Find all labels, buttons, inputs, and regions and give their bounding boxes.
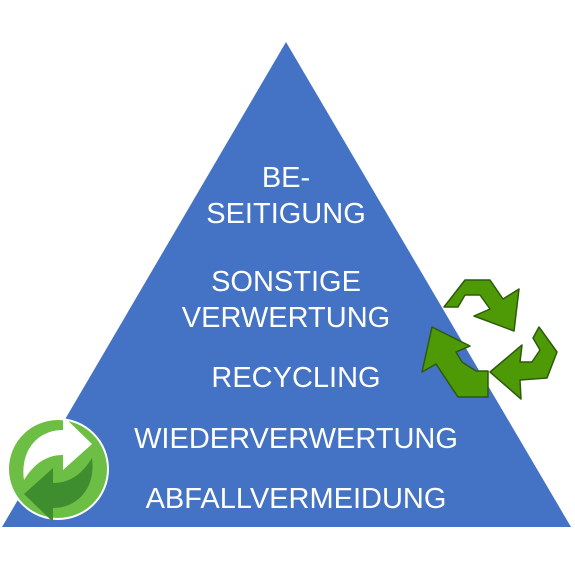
recycling-symbol-icon: [421, 279, 558, 400]
level-line: VERWERTUNG: [181, 302, 391, 334]
level-sonstige-verwertung: SONSTIGE VERWERTUNG: [166, 264, 406, 336]
level-wiederverwertung: WIEDERVERWERTUNG: [116, 421, 476, 457]
level-line: RECYCLING: [211, 362, 381, 394]
level-line: BE-: [261, 162, 311, 194]
green-dot-icon: [7, 416, 109, 522]
level-line: WIEDERVERWERTUNG: [134, 423, 458, 455]
level-line: ABFALLVERMEIDUNG: [145, 483, 447, 515]
level-line: SONSTIGE: [211, 266, 361, 298]
level-recycling: RECYCLING: [186, 360, 406, 396]
level-abfallvermeidung: ABFALLVERMEIDUNG: [116, 481, 476, 517]
level-beseitigung: BE- SEITIGUNG: [186, 160, 386, 232]
pyramid-triangle: [2, 42, 571, 527]
level-line: SEITIGUNG: [206, 198, 366, 230]
